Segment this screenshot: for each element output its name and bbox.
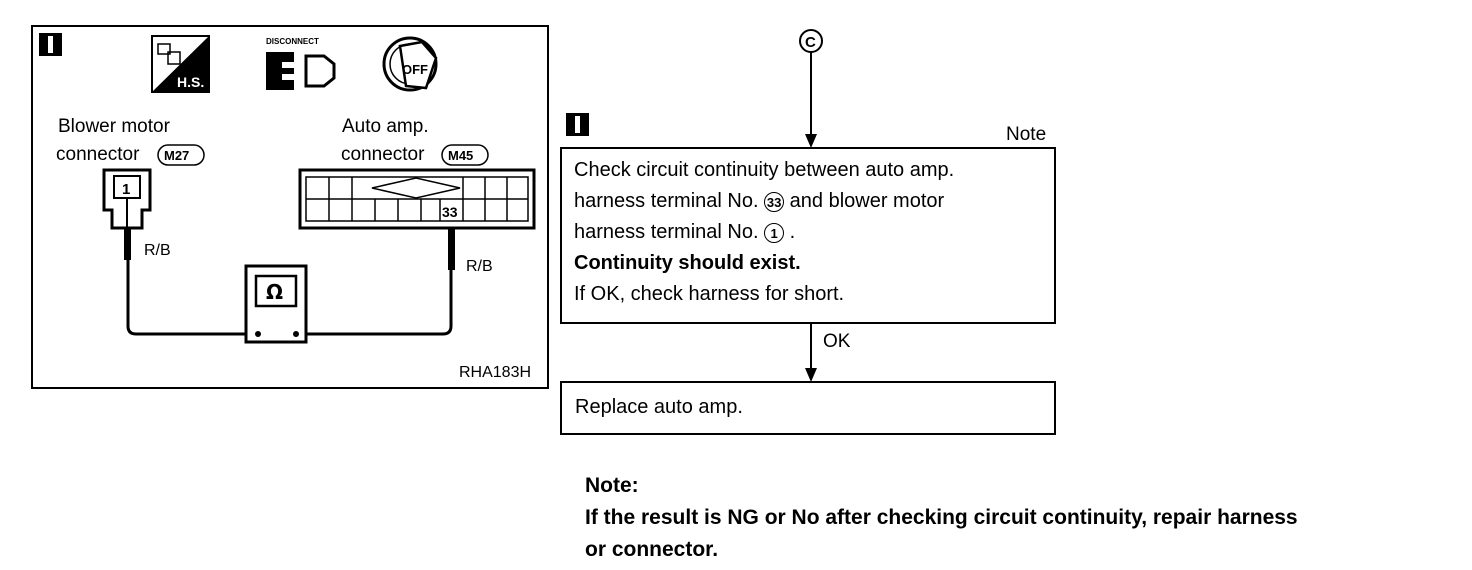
auto-amp-terminal: 33 (442, 204, 458, 220)
terminal-1-badge: 1 (764, 222, 785, 243)
wiring-panel (31, 25, 549, 389)
ignition-off-icon: OFF (382, 36, 438, 92)
note-label: Note (1006, 124, 1046, 145)
ohm-symbol: Ω (266, 280, 283, 304)
check-box (560, 147, 1056, 324)
blower-connector: 1 (102, 168, 152, 230)
off-label: OFF (402, 62, 428, 77)
blower-motor-label-line1: Blower motor (58, 116, 171, 137)
footer-note-title: Note: (585, 474, 639, 497)
test-leads (124, 228, 455, 336)
wire-color-left: R/B (144, 242, 171, 259)
footer-note-line2: or connector. (585, 538, 719, 561)
blower-motor-label-line2: connector (56, 144, 140, 165)
ohmmeter-icon: Ω (244, 264, 308, 344)
ok-label: OK (823, 331, 851, 352)
check-line-2: harness terminal No. 33 and blower motor (574, 190, 945, 212)
check-line-1: Check circuit continuity between auto am… (574, 159, 955, 181)
auto-amp-connector-code: M45 (448, 148, 473, 163)
footer-note-line1: If the result is NG or No after checking… (585, 506, 1298, 529)
auto-amp-connector: 33 (298, 168, 536, 230)
wire-color-right: R/B (466, 258, 493, 275)
check-box-text: Check circuit continuity between auto am… (574, 155, 954, 310)
flow-connector-label: C (805, 34, 816, 51)
blower-connector-code: M27 (164, 148, 189, 163)
hs-label: H.S. (177, 74, 204, 90)
hs-icon: H.S. (151, 35, 210, 93)
auto-amp-label-line1: Auto amp. (342, 116, 429, 137)
check-line-4: Continuity should exist. (574, 252, 801, 274)
footer-note: Note: If the result is NG or No after ch… (585, 470, 1298, 566)
disconnect-label: DISCONNECT (266, 37, 319, 46)
replace-box (560, 381, 1056, 435)
terminal-33-badge: 33 (764, 191, 785, 212)
check-line-3: harness terminal No. 1 . (574, 221, 796, 243)
auto-amp-label-line2: connector (341, 144, 425, 165)
figure-code: RHA183H (459, 364, 531, 381)
disconnect-icon: DISCONNECT (266, 37, 336, 90)
blower-terminal: 1 (122, 181, 130, 198)
replace-box-text: Replace auto amp. (575, 396, 743, 418)
check-line-5: If OK, check harness for short. (574, 283, 845, 305)
flow-connector-c: C (799, 29, 823, 53)
